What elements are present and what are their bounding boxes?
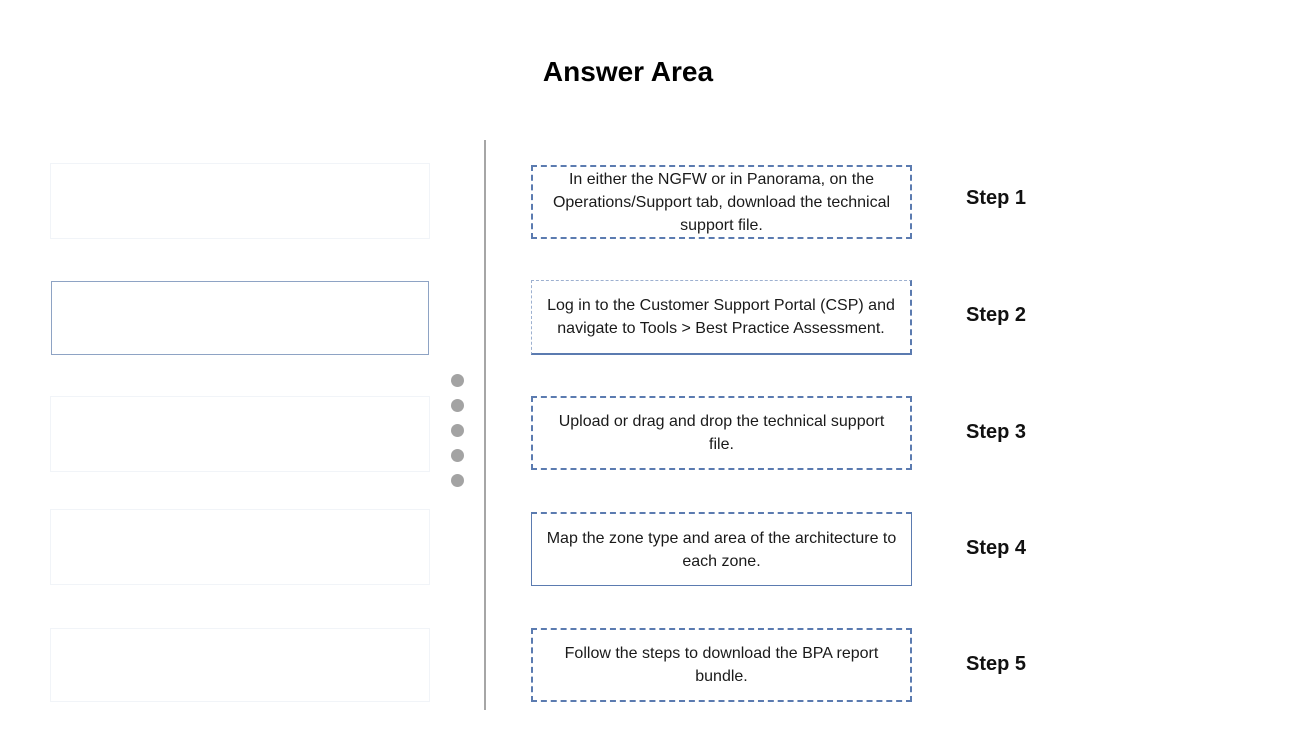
answer-box-3[interactable]: Upload or drag and drop the technical su… <box>531 396 912 470</box>
step-label-2: Step 2 <box>966 304 1027 326</box>
answer-text-5: Follow the steps to download the BPA rep… <box>564 645 879 685</box>
answer-box-5[interactable]: Follow the steps to download the BPA rep… <box>531 628 912 702</box>
source-slot-2[interactable] <box>51 281 429 355</box>
source-slot-5[interactable] <box>50 628 430 702</box>
handle-dot-icon <box>451 449 464 462</box>
source-slot-1[interactable] <box>50 163 430 239</box>
answer-text-2: Log in to the Customer Support Portal (C… <box>547 297 895 337</box>
answer-text-1: In either the NGFW or in Panorama, on th… <box>552 170 891 234</box>
answer-text-4: Map the zone type and area of the archit… <box>546 529 897 570</box>
step-label-3: Step 3 <box>966 421 1027 443</box>
answer-box-1[interactable]: In either the NGFW or in Panorama, on th… <box>531 165 912 239</box>
step-label-5: Step 5 <box>966 653 1027 675</box>
source-slot-4[interactable] <box>50 509 430 585</box>
answer-box-4[interactable]: Map the zone type and area of the archit… <box>531 512 912 586</box>
handle-dot-icon <box>451 474 464 487</box>
step-label-4: Step 4 <box>966 537 1027 559</box>
column-divider <box>484 140 486 710</box>
step-label-1: Step 1 <box>966 187 1027 209</box>
source-slot-3[interactable] <box>50 396 430 472</box>
handle-dot-icon <box>451 374 464 387</box>
handle-dot-icon <box>451 399 464 412</box>
page-title: Answer Area <box>542 56 714 87</box>
answer-text-3: Upload or drag and drop the technical su… <box>558 413 885 453</box>
drag-handle[interactable] <box>451 374 465 487</box>
answer-box-2[interactable]: Log in to the Customer Support Portal (C… <box>531 280 912 355</box>
handle-dot-icon <box>451 424 464 437</box>
